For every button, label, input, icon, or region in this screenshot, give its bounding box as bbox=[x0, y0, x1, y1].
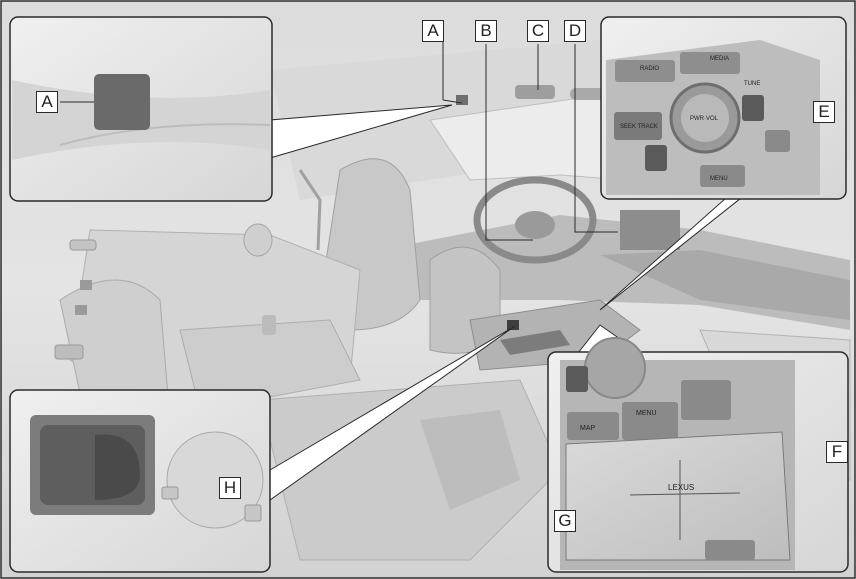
label-a-main: A bbox=[422, 20, 444, 42]
tune-text: TUNE bbox=[744, 81, 760, 87]
menu-text-e: MENU bbox=[710, 176, 728, 182]
label-h: H bbox=[219, 477, 241, 499]
radio-text: RADIO bbox=[640, 66, 659, 72]
media-text: MEDIA bbox=[710, 56, 729, 62]
label-g: G bbox=[554, 510, 576, 532]
label-a-inset: A bbox=[36, 91, 58, 113]
inset-e-panel: MEDIA RADIO TUNE SEEK TRACK PWR·VOL MENU bbox=[601, 17, 846, 199]
overhead-switch-icon bbox=[94, 74, 150, 130]
inset-f-panel: MAP MENU LEXUS bbox=[548, 338, 848, 572]
menu-text-f: MENU bbox=[636, 410, 657, 417]
pwr-vol-text: PWR·VOL bbox=[690, 116, 719, 122]
label-b: B bbox=[475, 20, 497, 42]
label-e: E bbox=[813, 101, 835, 123]
map-text: MAP bbox=[580, 425, 596, 432]
label-f: F bbox=[826, 441, 848, 463]
brand-text: LEXUS bbox=[668, 483, 694, 492]
seek-track-text: SEEK TRACK bbox=[620, 124, 658, 130]
label-d: D bbox=[564, 20, 586, 42]
label-c: C bbox=[527, 20, 549, 42]
